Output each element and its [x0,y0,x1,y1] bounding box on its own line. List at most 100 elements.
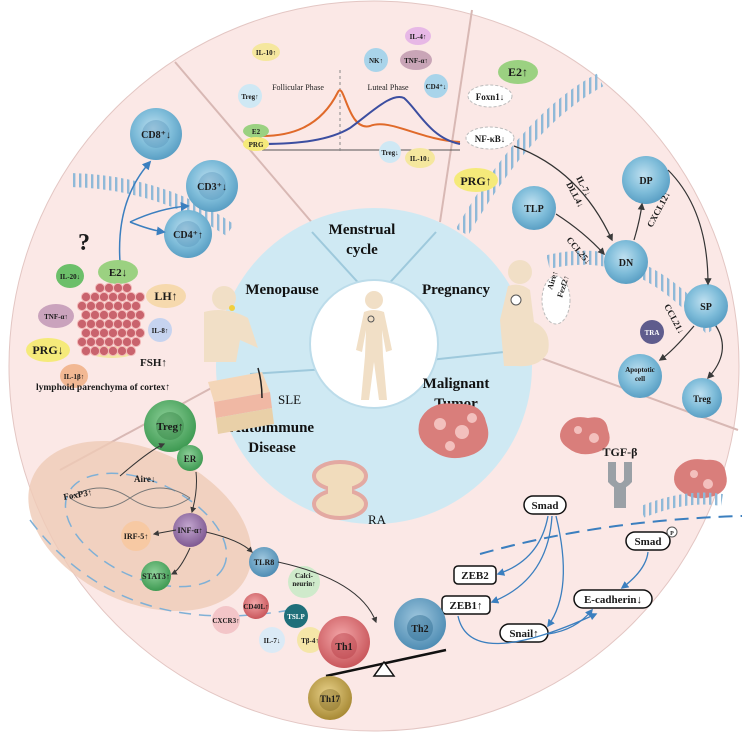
tlr8-cell: TLR8 [249,547,279,577]
thymus-lobule [125,309,137,321]
svg-text:Treg↓: Treg↓ [381,149,398,157]
thymus-tissue-icon [76,282,146,358]
menstrual-treg-down: Treg↓ [379,141,401,163]
menstrual-hormone-chart: Follicular Phase Luteal Phase [261,70,461,152]
svg-text:LH↑: LH↑ [154,289,177,303]
prg-up-pill: PRG↑ [454,168,498,192]
il7-down-cell: IL-7↓ [259,627,285,653]
menstrual-nk: NK↑ [364,48,388,72]
thymus-lobule [112,336,124,348]
pregnancy-thymus-icon [510,294,522,306]
thymus-lobule [94,300,106,312]
svg-text:INF-α↑: INF-α↑ [178,526,203,535]
svg-text:Snail↑: Snail↑ [509,628,538,640]
svg-text:DN: DN [619,258,634,269]
smad-box: Smad [523,495,567,515]
menstrual-il4: IL-4↑ [405,27,431,45]
thymus-lobule [89,309,101,321]
calcineurin-cell: Calci-neurin↑ [288,566,320,598]
thymus-lobule [94,282,106,294]
thymus-lobule [98,345,110,357]
thymus-lobule [130,318,142,330]
menstrual-prg-pill: PRG [243,137,269,151]
il20-pill: IL-20↓ [56,264,84,288]
thymus-lobule [103,336,115,348]
cxcr3-cell: CXCR3↑ [212,606,240,634]
svg-text:PRG↓: PRG↓ [32,343,63,357]
svg-text:TLR8: TLR8 [254,558,274,567]
thymus-lobule [116,327,128,339]
thymus-lobule [89,345,101,357]
e2-down-pill: E2↓ [98,260,138,284]
svg-text:TNF-α↑: TNF-α↑ [404,57,428,65]
treg-cell-preg: Treg [682,378,722,418]
thymus-lobule [107,291,119,303]
svg-text:PRG↑: PRG↑ [460,174,491,188]
thymus-lobule [112,282,124,294]
thymus-lobule [112,300,124,312]
svg-text:IL-1β↑: IL-1β↑ [64,373,84,381]
thymus-lobule [89,327,101,339]
thymus-lobule [94,318,106,330]
luteal-label: Luteal Phase [367,83,409,92]
thymus-icon [367,315,375,323]
thymus-lobule [116,291,128,303]
svg-text:ZEB2: ZEB2 [461,570,489,582]
aire-fezf2: Aire↑ Fezf2↑ [541,270,571,325]
thymus-lobule [125,345,137,357]
svg-text:Treg: Treg [693,394,711,404]
thymus-lobule [107,309,119,321]
thymus-lobule [112,318,124,330]
title-menopause: Menopause [245,282,319,298]
svg-text:STAT3↑: STAT3↑ [142,572,170,581]
svg-text:IL-7↓: IL-7↓ [264,637,281,645]
thymus-lobule [80,309,92,321]
svg-text:IL-10↓: IL-10↓ [410,155,430,163]
thymus-lobule [121,336,133,348]
er-cell: ER [177,445,203,471]
zeb2-box: ZEB2 [453,565,497,585]
thymus-lobule [125,291,137,303]
thymus-lobule [121,318,133,330]
th17-cell: Th17 [308,676,352,720]
nfkb-label: NF-κB↓ [465,126,515,150]
thymus-lobule [98,309,110,321]
svg-text:CD4⁺↑: CD4⁺↑ [173,230,203,241]
tumor-membrane-upper [639,492,723,518]
il1b-pill: IL-1β↑ [60,364,88,388]
svg-text:Tβ-4↑: Tβ-4↑ [301,637,319,645]
thymus-lobule [103,318,115,330]
cortex-caption: lymphoid parenchyma of cortex↑ [36,383,170,393]
dp-cell: DP [622,156,670,204]
balance-beam [325,648,447,678]
tumor-cells-icon [418,403,489,459]
svg-text:Treg↑: Treg↑ [156,421,183,433]
menstrual-il10-up: IL-10↑ [252,43,280,61]
ecadherin-box: E-cadherin↓ [573,589,653,609]
tnfa-pill: TNF-α↑ [38,304,74,328]
svg-text:TRA: TRA [645,329,660,337]
menstrual-e2-pill: E2 [243,124,269,138]
thymus-lobule [94,336,106,348]
svg-text:SP: SP [700,302,712,313]
svg-text:Foxn1↓: Foxn1↓ [476,92,505,102]
fsh-label: FSH↑ [140,357,167,369]
stat3-cell: STAT3↑ [141,561,171,591]
tlp-cell: TLP [512,186,556,230]
svg-text:ER: ER [184,454,197,464]
treg-up-cell: Treg↑ [144,400,196,452]
thymus-lobule [125,327,137,339]
tumor-membrane [479,515,743,555]
tumor-cell-cluster-2 [674,459,727,499]
thymus-lobule [80,327,92,339]
balance-fulcrum [372,660,396,677]
smad-p-box: Smad P [625,526,678,551]
menopause-thymus-icon [229,305,235,311]
svg-text:TSLP: TSLP [287,613,305,621]
cd8-cell: CD8⁺↓ [130,108,182,160]
thymus-lobule [116,345,128,357]
svg-text:Calci-neurin↑: Calci-neurin↑ [292,572,315,588]
dn-cell: DN [604,240,648,284]
prg-e2-up: E2↑ [498,60,538,84]
